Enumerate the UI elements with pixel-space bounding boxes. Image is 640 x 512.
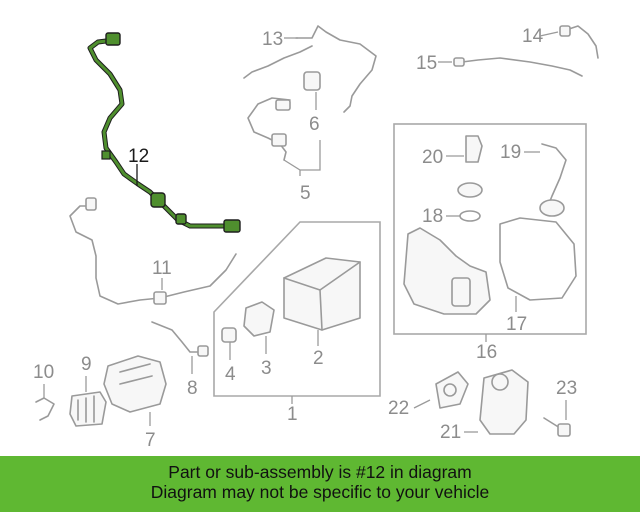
callout-23[interactable]: 23 bbox=[556, 378, 577, 399]
assembly-box-16 bbox=[393, 123, 587, 335]
part-5-tube-assembly bbox=[247, 97, 321, 176]
callout-7[interactable]: 7 bbox=[145, 430, 156, 451]
part-23-bolt bbox=[543, 400, 571, 437]
callout-15[interactable]: 15 bbox=[416, 53, 437, 74]
callout-13[interactable]: 13 bbox=[262, 29, 283, 50]
callout-18[interactable]: 18 bbox=[422, 206, 443, 227]
part-20-valve bbox=[446, 135, 483, 163]
callout-17[interactable]: 17 bbox=[506, 314, 527, 335]
highlighted-part-12-hose[interactable] bbox=[87, 32, 241, 233]
callout-8[interactable]: 8 bbox=[187, 378, 198, 399]
part-6-valve bbox=[303, 71, 321, 110]
callout-5[interactable]: 5 bbox=[300, 183, 311, 204]
callout-12[interactable]: 12 bbox=[128, 146, 149, 167]
banner-line-2: Diagram may not be specific to your vehi… bbox=[150, 482, 490, 502]
assembly-box-1 bbox=[213, 221, 381, 397]
part-18-grommet bbox=[446, 182, 483, 222]
part-21-egr-valve bbox=[464, 369, 529, 435]
exploded-parts-diagram: 12 13 6 5 14 15 16 20 18 bbox=[33, 25, 599, 451]
callout-2[interactable]: 2 bbox=[313, 348, 324, 369]
part-4-fitting bbox=[221, 327, 237, 360]
banner-line-1: Part or sub-assembly is #12 in diagram bbox=[168, 462, 472, 482]
callout-10[interactable]: 10 bbox=[33, 362, 54, 383]
part-7-purge-valve bbox=[103, 355, 167, 426]
callout-22[interactable]: 22 bbox=[388, 398, 409, 419]
part-19-hose bbox=[524, 143, 567, 217]
part-22-gasket bbox=[413, 371, 469, 409]
part-2-canister bbox=[283, 257, 361, 346]
callout-11[interactable]: 11 bbox=[152, 258, 172, 279]
callout-20[interactable]: 20 bbox=[422, 147, 443, 168]
part-10-hose bbox=[35, 384, 55, 421]
part-3-valve bbox=[243, 301, 275, 354]
part-9-bracket bbox=[69, 376, 107, 427]
callout-14[interactable]: 14 bbox=[522, 26, 544, 47]
part-14-connector bbox=[559, 25, 599, 59]
callout-21[interactable]: 21 bbox=[440, 422, 461, 443]
callout-6[interactable]: 6 bbox=[309, 114, 320, 135]
callout-9[interactable]: 9 bbox=[81, 354, 92, 375]
part-11-tube bbox=[69, 197, 237, 305]
callout-1[interactable]: 1 bbox=[287, 404, 298, 425]
info-banner: Part or sub-assembly is #12 in diagram D… bbox=[0, 456, 640, 512]
callout-3[interactable]: 3 bbox=[261, 358, 272, 379]
callout-4[interactable]: 4 bbox=[225, 364, 236, 385]
part-15-line bbox=[453, 57, 583, 77]
leader-14 bbox=[539, 31, 559, 37]
callout-16[interactable]: 16 bbox=[476, 342, 497, 363]
callout-19[interactable]: 19 bbox=[500, 142, 521, 163]
part-8-hose bbox=[151, 321, 209, 374]
part-17-filter-canister bbox=[403, 217, 577, 315]
part-13-line bbox=[243, 25, 377, 113]
